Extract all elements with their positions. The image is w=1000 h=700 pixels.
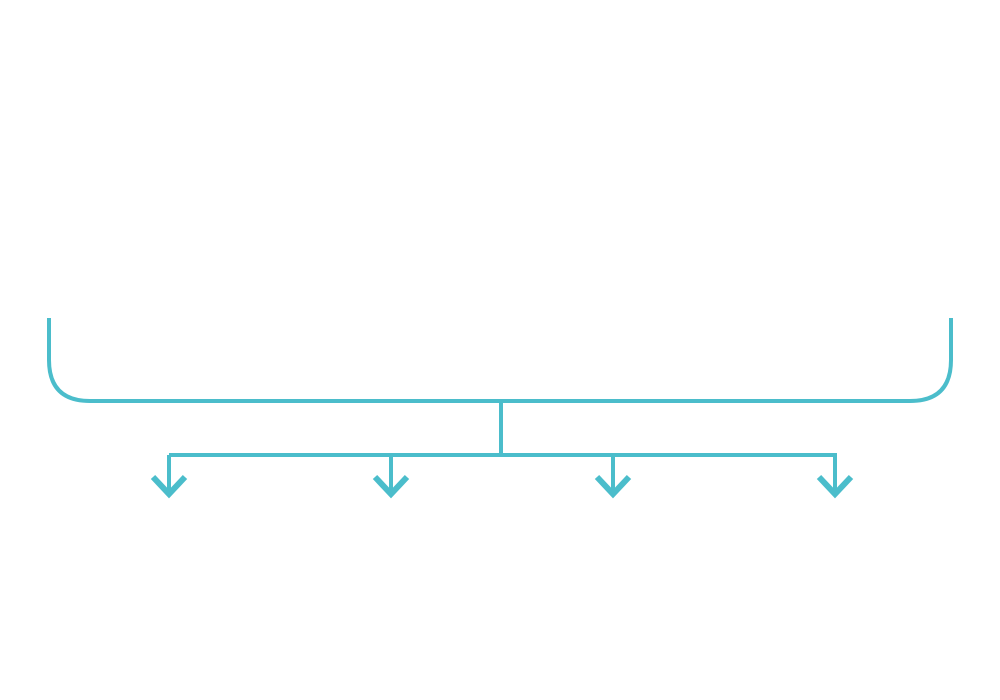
down-arrow-icon: [150, 455, 188, 499]
arrow-head: [150, 474, 188, 499]
down-arrow-icon: [816, 455, 854, 499]
down-arrow-icon: [372, 455, 410, 499]
arrow-group: [150, 455, 854, 499]
arrow-head: [816, 474, 854, 499]
arrow-head: [372, 474, 410, 499]
down-arrow-icon: [594, 455, 632, 499]
curly-bracket: [47, 318, 953, 403]
arrow-head: [594, 474, 632, 499]
